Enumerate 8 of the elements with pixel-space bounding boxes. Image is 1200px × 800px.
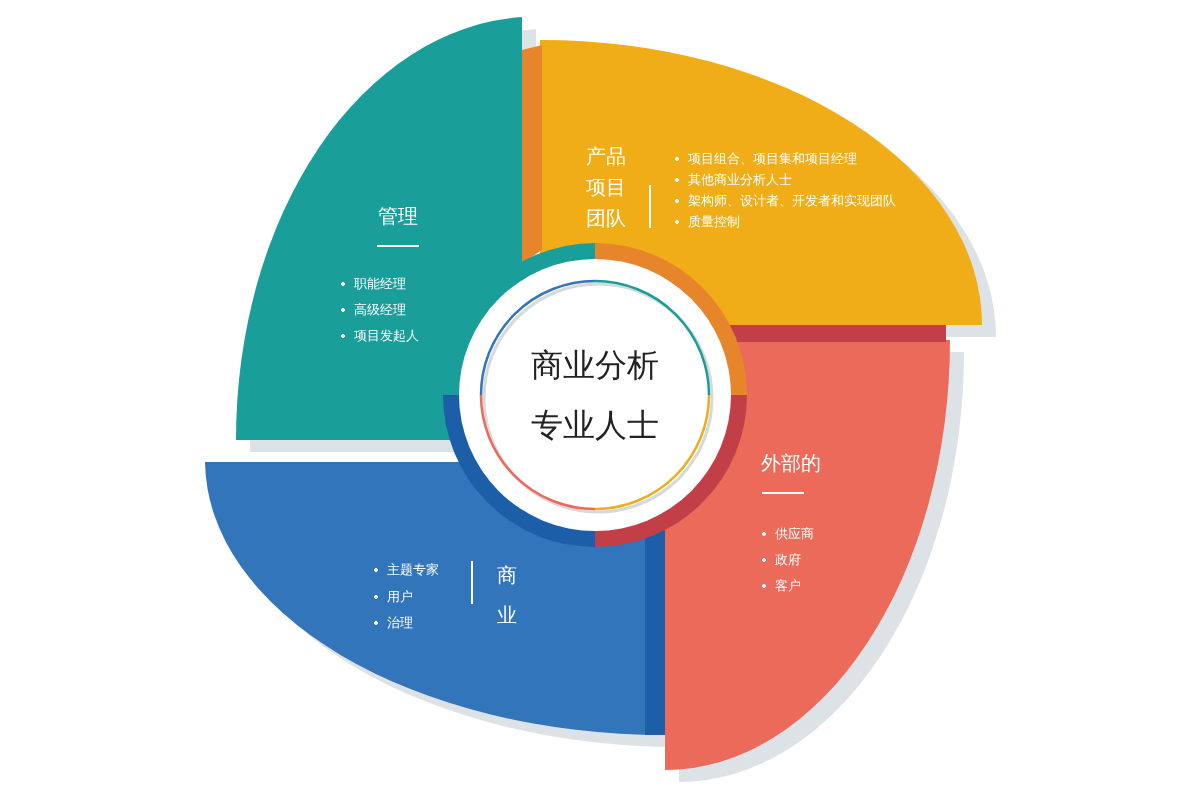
- segment-heading: 管理: [377, 203, 419, 229]
- bullet-item: 项目发起人: [341, 328, 419, 344]
- bullet-item: 职能经理: [341, 276, 406, 292]
- bullet-item: 主题专家: [374, 562, 439, 578]
- bullet-item: 高级经理: [341, 302, 406, 318]
- bullet-item: 治理: [374, 615, 413, 631]
- segment-heading: 商业: [497, 562, 518, 629]
- bullet-item: 用户: [374, 588, 413, 605]
